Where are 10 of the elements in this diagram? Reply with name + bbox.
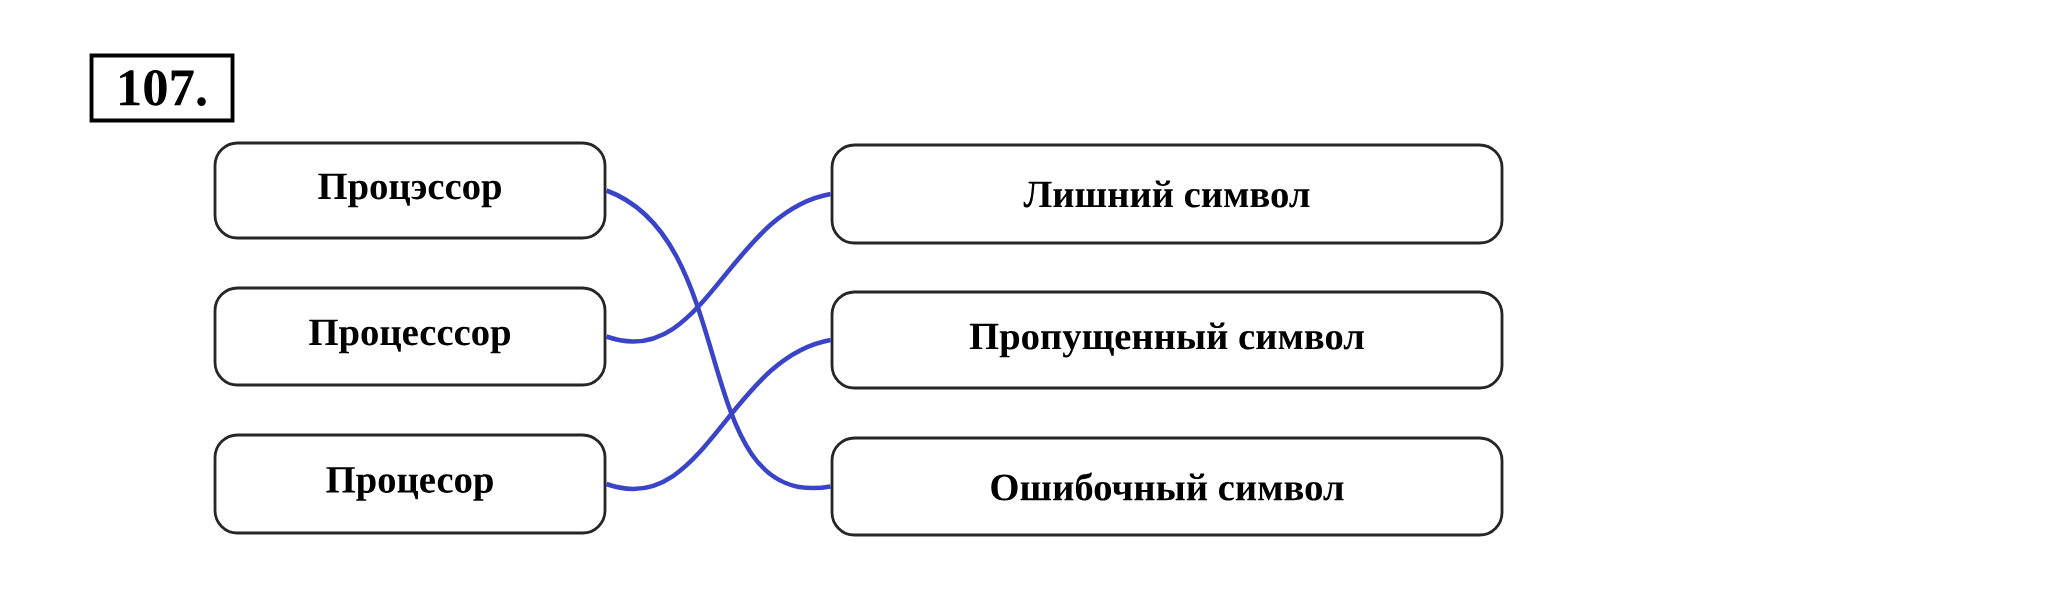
word-box: Пропущенный символ [830, 290, 1504, 390]
word-box: Процесссор [213, 286, 607, 387]
matching-line [605, 191, 832, 344]
word-box: Ошибочный символ [830, 436, 1504, 537]
word-box: Процесор [213, 433, 607, 535]
matching-line [605, 337, 832, 492]
exercise-number: 107. [89, 53, 235, 123]
word-box: Процэссор [213, 141, 607, 240]
matching-line [605, 188, 831, 490]
word-box: Лишний символ [830, 143, 1504, 245]
